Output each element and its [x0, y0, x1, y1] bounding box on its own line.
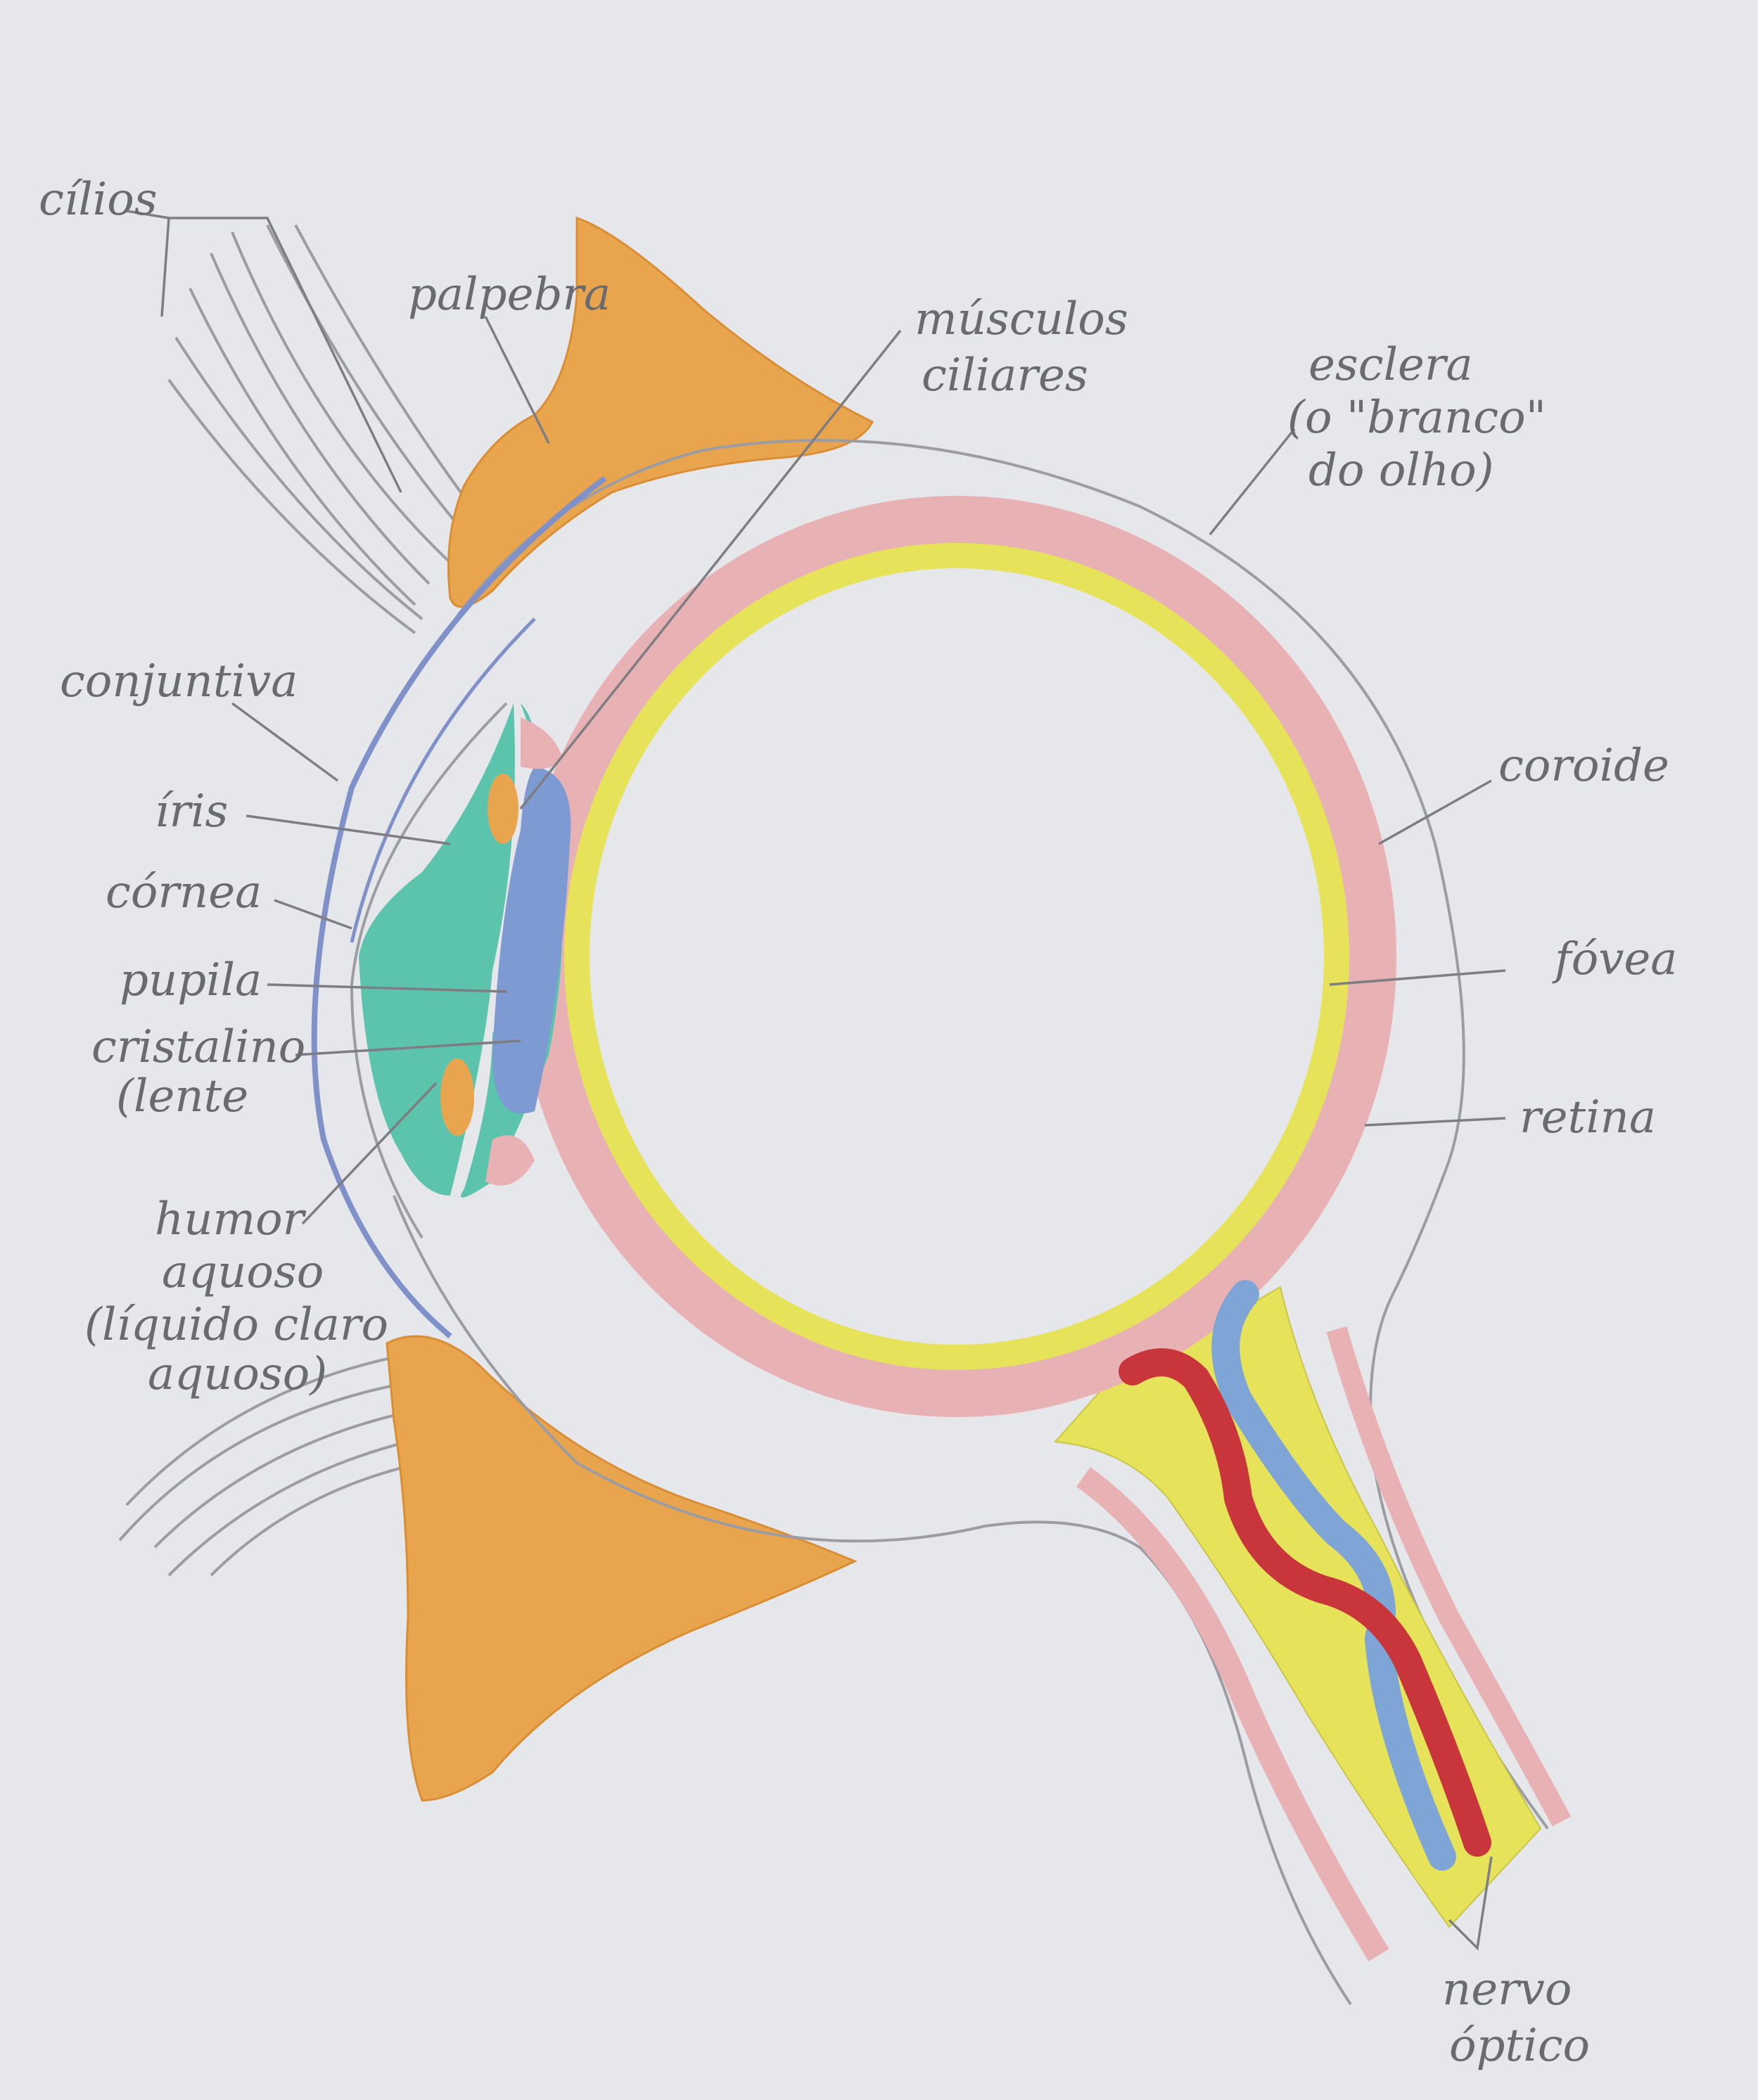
leader-lines: [126, 210, 1506, 1951]
label-humor-aquoso-1: humor: [155, 1193, 307, 1246]
label-cornea: córnea: [106, 866, 262, 918]
ciliary-body-upper: [521, 717, 563, 769]
label-esclera-2: (o "branco": [1287, 392, 1546, 444]
lens: [492, 767, 571, 1114]
lower-eyelid: [386, 1335, 858, 1802]
label-esclera-3: do olho): [1308, 444, 1494, 497]
label-cilios: cílios: [39, 174, 158, 226]
retina-layer: [564, 543, 1349, 1370]
optic-nerve-choroid-2: [1326, 1326, 1572, 1827]
label-esclera-1: esclera: [1308, 339, 1473, 391]
ciliary-body-lower: [485, 1135, 535, 1186]
label-musculos-ciliares-2: ciliares: [922, 350, 1088, 402]
optic-artery: [1119, 1348, 1491, 1857]
label-humor-aquoso-4: aquoso): [148, 1348, 327, 1400]
conjunctiva-line-inner: [350, 617, 536, 943]
label-retina: retina: [1520, 1091, 1656, 1144]
label-fovea: fóvea: [1552, 933, 1677, 985]
label-palpebra: palpebra: [408, 269, 611, 321]
label-pupila: pupila: [120, 954, 262, 1006]
label-conjuntiva: conjuntiva: [60, 655, 298, 708]
upper-eyelashes: [167, 224, 494, 634]
conjunctiva-line: [311, 475, 607, 1339]
labels: cílios palpebra músculos ciliares escler…: [39, 174, 1677, 2072]
label-nervo-optico-2: óptico: [1449, 2020, 1590, 2072]
sclera-outline-lower: [393, 1195, 1352, 2006]
optic-vein: [1211, 1280, 1456, 1871]
label-coroide: coroide: [1498, 740, 1669, 792]
label-iris: íris: [155, 786, 228, 838]
label-musculos-ciliares-1: músculos: [915, 293, 1128, 345]
cornea-iris-region: [359, 703, 515, 1196]
label-cristalino-2: (lente: [116, 1070, 248, 1122]
lower-eyelashes: [118, 1356, 423, 1577]
cornea-outline: [350, 702, 508, 1239]
label-cristalino-1: cristalino: [91, 1021, 305, 1073]
label-nervo-optico-1: nervo: [1442, 1964, 1572, 2016]
upper-eyelid: [447, 216, 874, 608]
ciliary-muscle-upper: [488, 774, 518, 844]
vitreous-body: [591, 570, 1323, 1343]
ciliary-muscle-lower: [440, 1058, 474, 1136]
label-humor-aquoso-2: aquoso: [162, 1246, 324, 1298]
optic-nerve-choroid: [1076, 1467, 1389, 1961]
label-humor-aquoso-3: (líquido claro: [84, 1299, 388, 1351]
